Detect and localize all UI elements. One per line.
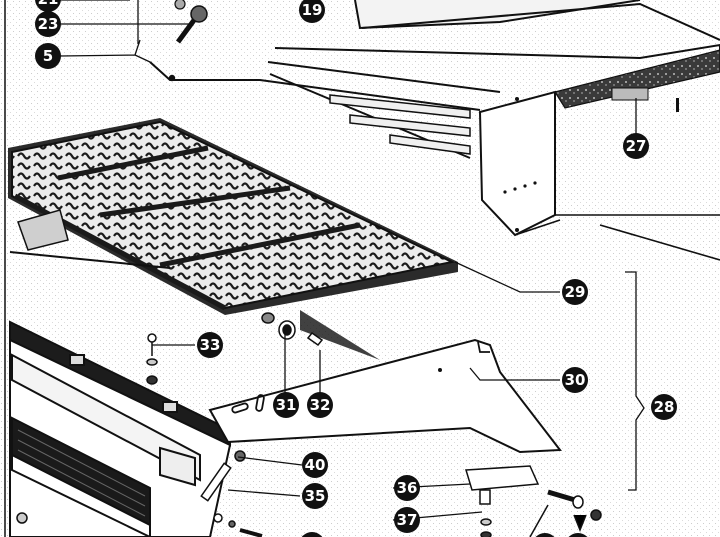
callout-36: 36 [394,475,420,501]
callout-21-label: 21 [38,0,59,8]
callout-35-label: 35 [305,487,326,505]
callout-33-label: 33 [200,336,221,354]
callout-36-label: 36 [397,479,418,497]
callout-28: 28 [651,394,677,420]
callout-30-label: 30 [565,371,586,389]
callout-37-label: 37 [397,511,418,529]
callout-29-label: 29 [565,283,586,301]
lower-body-edge [514,214,720,261]
callout-32: 32 [307,392,333,418]
inner-rails [329,94,471,155]
strip-clip [611,87,649,101]
callout-5-label: 5 [43,47,53,65]
callout-partial-bottom-3 [568,533,588,537]
callout-35: 35 [302,483,328,509]
callout-27: 27 [623,133,649,159]
callout-30: 30 [562,367,588,393]
callout-21: 21 [35,0,61,12]
callout-partial-bottom-1 [301,532,323,537]
callout-19-label: 19 [302,1,323,19]
side-plate-hole [438,368,442,372]
callout-23-label: 23 [38,15,59,33]
callout-40-label: 40 [305,456,326,474]
callout-31: 31 [273,392,299,418]
perforated-panel [8,118,458,315]
callout-37: 37 [394,507,420,533]
end-plate [478,90,556,237]
wing-nut [16,512,28,524]
callout-40: 40 [302,452,328,478]
callout-31-label: 31 [276,396,297,414]
support-bar [9,251,171,269]
callout-28-label: 28 [654,398,675,416]
hardware [146,312,602,537]
side-plate-slots [231,341,490,414]
callout-19: 19 [299,0,325,23]
lower-housing-hatch [17,429,146,517]
callout-29: 29 [562,279,588,305]
side-plate [208,338,562,454]
callout-32-label: 32 [310,396,331,414]
gear-segment [17,209,69,251]
lower-housing [9,320,232,537]
pivot-nut [190,5,208,23]
callout-5: 5 [35,43,61,69]
plate-shadow [300,310,380,360]
callout-partial-bottom-2 [535,533,555,537]
pivot-washer [174,0,186,10]
strip-slot [676,98,679,112]
end-plate-holes [503,97,537,232]
grit-strip [554,49,720,109]
callout-23: 23 [35,11,61,37]
callout-33: 33 [197,332,223,358]
callout-27-label: 27 [626,137,647,155]
